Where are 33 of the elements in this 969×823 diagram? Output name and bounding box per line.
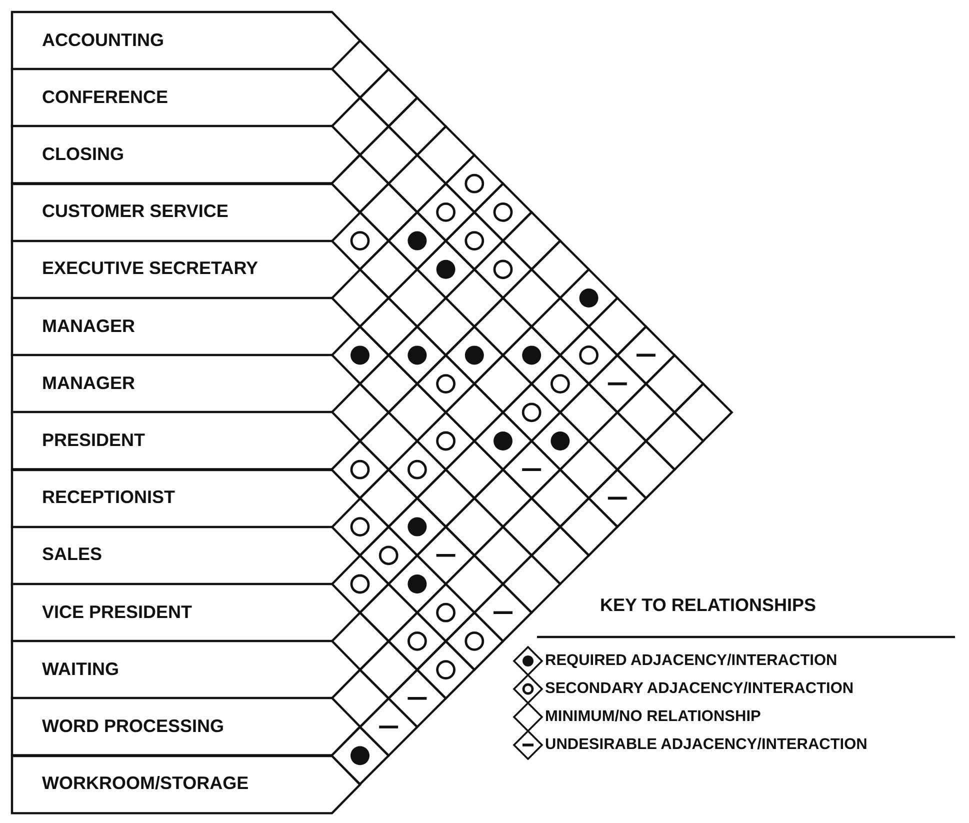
room-arrow-box bbox=[12, 298, 360, 356]
room-arrow-box bbox=[12, 698, 360, 756]
room-name: CUSTOMER SERVICE bbox=[42, 201, 228, 222]
room-name: WORKROOM/STORAGE bbox=[42, 773, 249, 794]
room-arrow-box bbox=[12, 240, 360, 298]
room-name: WORD PROCESSING bbox=[42, 716, 224, 737]
room-arrow-box bbox=[12, 412, 360, 470]
legend-text: UNDESIRABLE ADJACENCY/INTERACTION bbox=[545, 736, 868, 754]
room-arrow-box bbox=[12, 184, 360, 241]
room-name: CLOSING bbox=[42, 144, 124, 165]
room-name: SALES bbox=[42, 544, 102, 566]
room-arrow-box bbox=[12, 526, 360, 584]
room-arrow-box bbox=[12, 584, 360, 642]
room-name: ACCOUNTING bbox=[42, 30, 164, 51]
room-name: MANAGER bbox=[42, 316, 135, 337]
legend-text: MINIMUM/NO RELATIONSHIP bbox=[545, 708, 761, 726]
room-name: MANAGER bbox=[42, 372, 135, 394]
room-name: EXECUTIVE SECRETARY bbox=[42, 258, 258, 280]
room-arrow-box bbox=[12, 12, 360, 70]
room-name: PRESIDENT bbox=[42, 430, 146, 451]
room-name: CONFERENCE bbox=[42, 86, 168, 108]
room-arrow-box bbox=[12, 355, 360, 412]
room-name: VICE PRESIDENT bbox=[42, 602, 192, 623]
room-name: RECEPTIONIST bbox=[42, 487, 176, 508]
legend-text: REQUIRED ADJACENCY/INTERACTION bbox=[545, 652, 838, 670]
room-arrow-box bbox=[12, 126, 360, 184]
room-arrow-box bbox=[12, 756, 360, 813]
legend-title: KEY TO RELATIONSHIPS bbox=[600, 595, 816, 616]
room-arrow-box bbox=[12, 470, 360, 527]
room-arrow-box bbox=[12, 641, 360, 698]
legend-text: SECONDARY ADJACENCY/INTERACTION bbox=[545, 680, 854, 698]
room-arrow-box bbox=[12, 69, 360, 126]
room-name: WAITING bbox=[42, 658, 119, 680]
